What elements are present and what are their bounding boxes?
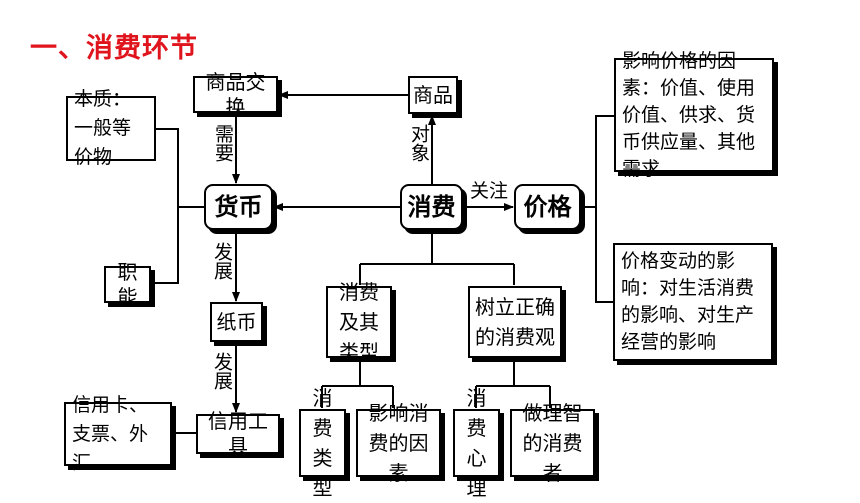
node-credit-cards: 信用卡、支票、外汇 xyxy=(64,394,172,474)
node-essence: 本质：一般等价物 xyxy=(66,88,156,168)
node-price-change-impact: 价格变动的影响：对生活消费的影响、对生产经营的影响 xyxy=(613,243,773,361)
node-consumption: 消费 xyxy=(400,184,463,230)
edge-label-develop-1: 发展 xyxy=(211,242,233,280)
node-consumer-type: 消费类型 xyxy=(299,386,346,500)
node-goods-exchange: 商品交换 xyxy=(193,70,278,119)
edge-label-develop-2: 发展 xyxy=(211,352,233,390)
node-consumption-factors: 影响消费的因素 xyxy=(356,401,441,485)
section-title: 一、消费环节 xyxy=(30,33,198,64)
node-paper-money: 纸币 xyxy=(210,302,263,342)
edge-label-attention: 关注 xyxy=(469,180,508,202)
node-correct-view: 树立正确的消费观 xyxy=(468,286,562,358)
node-consumer-psychology: 消费心理 xyxy=(453,386,500,500)
edge-label-need: 需要 xyxy=(212,124,234,162)
edge-price-bracket xyxy=(595,115,614,303)
node-currency: 货币 xyxy=(204,184,273,230)
node-price-factors: 影响价格的因素：价值、使用价值、供求、货币供应量、其他需求 xyxy=(614,50,774,180)
node-smart-consumer: 做理智的消费者 xyxy=(510,401,595,485)
node-goods: 商品 xyxy=(408,76,458,114)
edge-label-object: 对象 xyxy=(408,124,430,162)
node-price: 价格 xyxy=(514,184,581,230)
node-credit-tools: 信用工具 xyxy=(196,409,280,458)
node-function: 职能 xyxy=(104,260,151,309)
node-consumption-types: 消费及其类型 xyxy=(326,280,392,364)
